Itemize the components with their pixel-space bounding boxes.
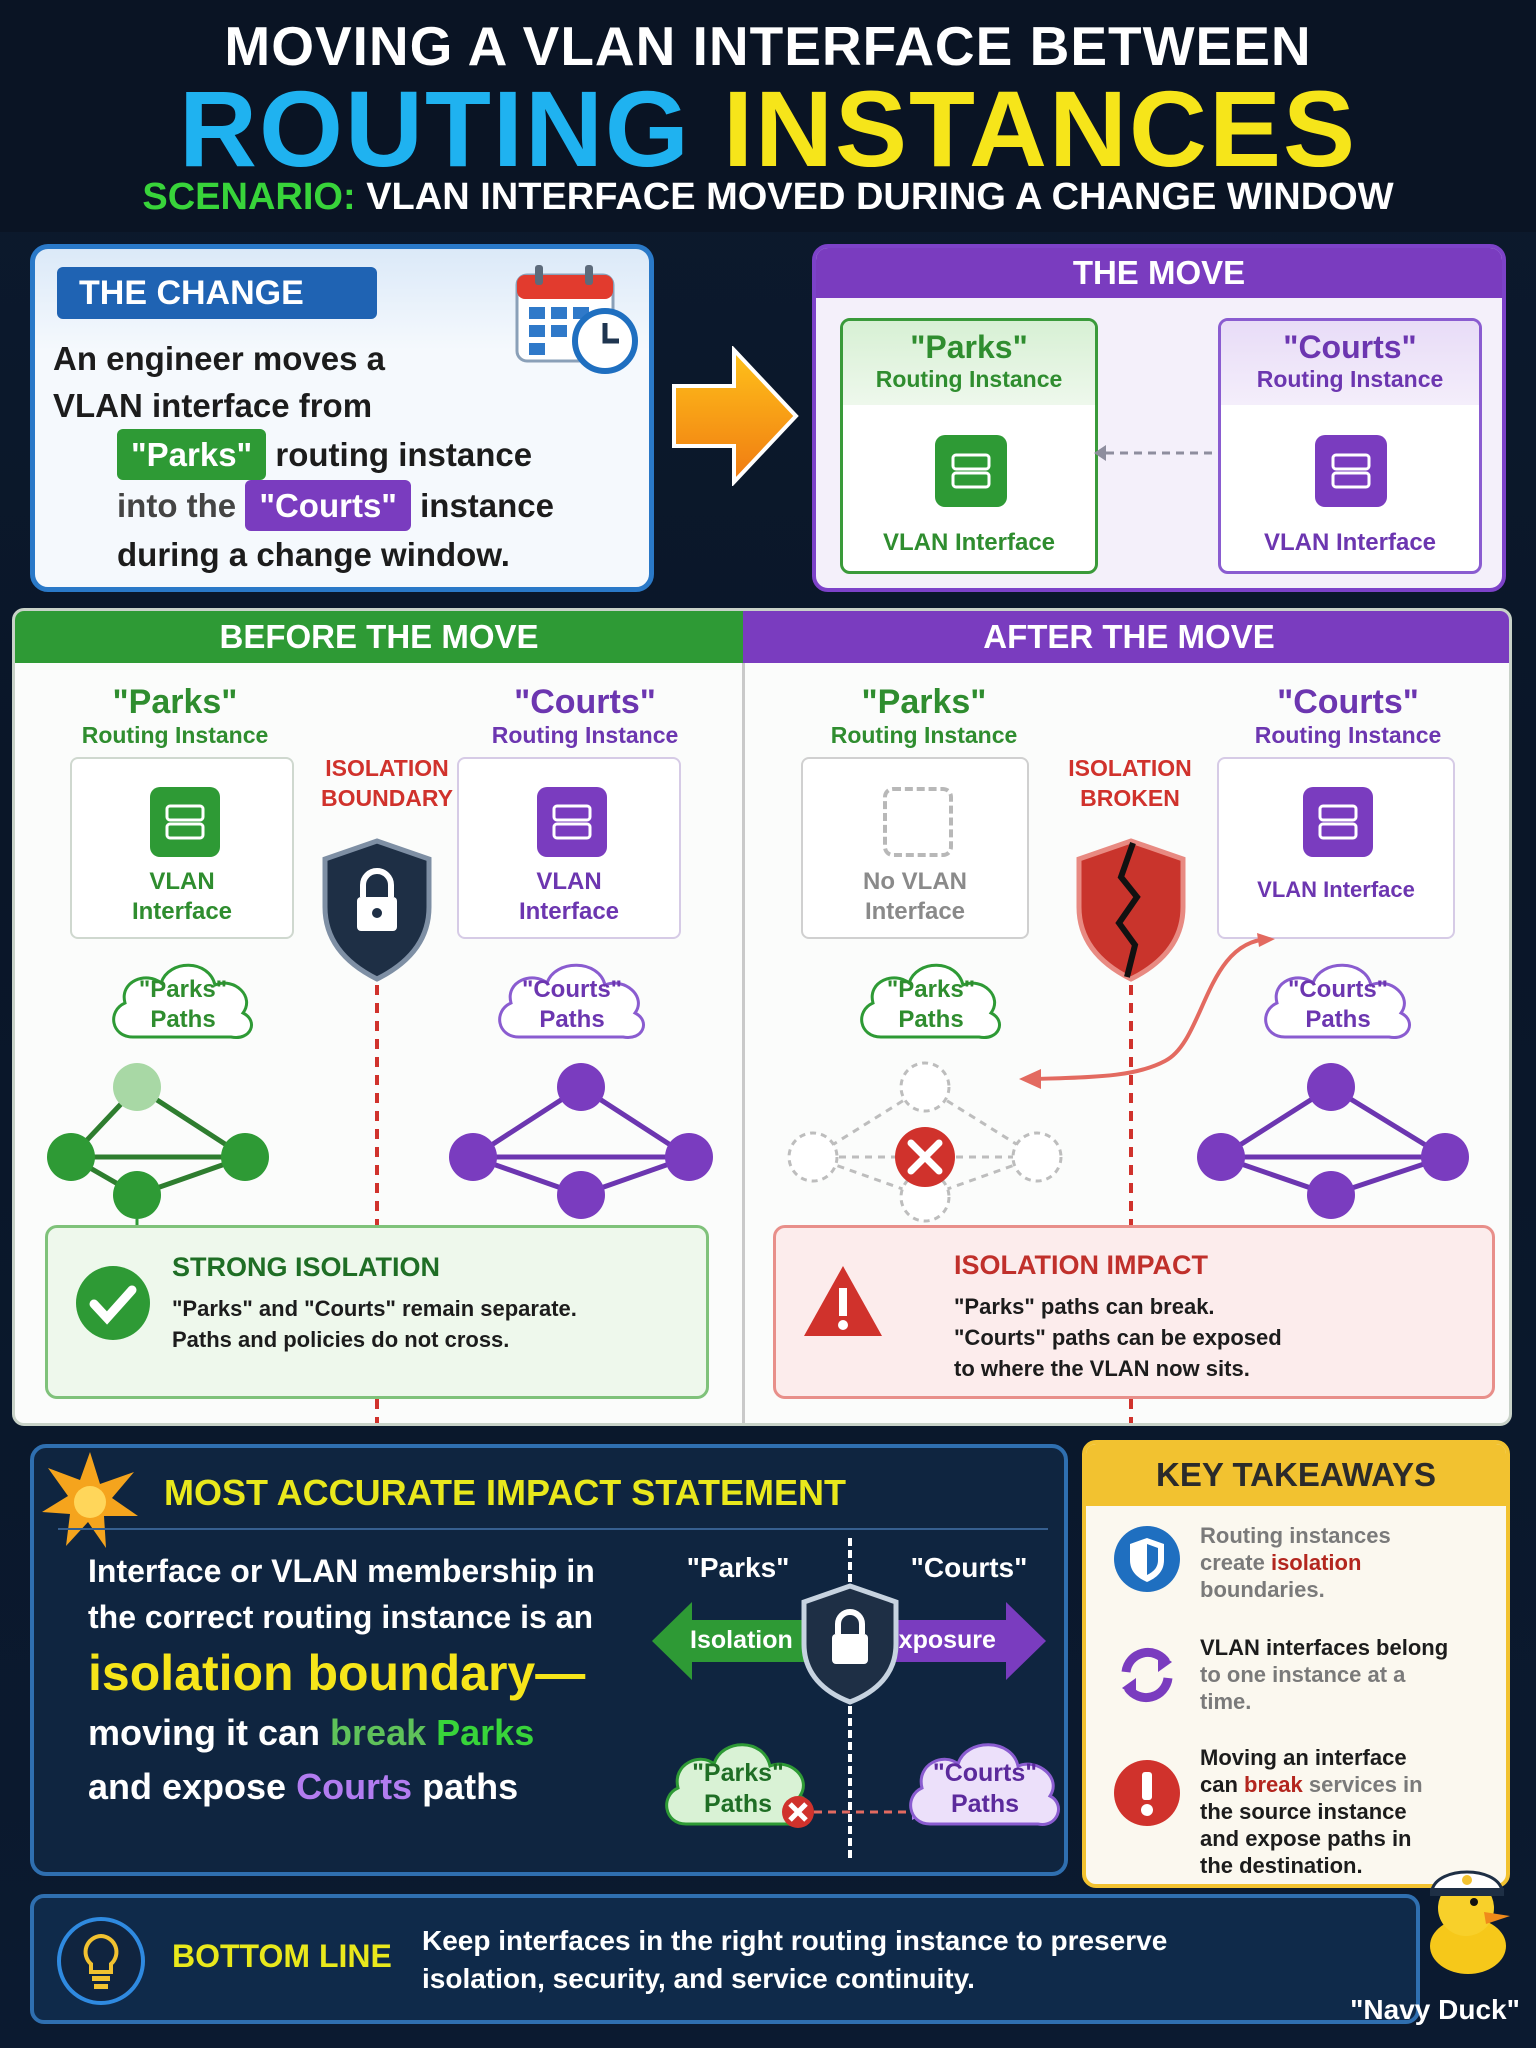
parks-network-graph [41, 1047, 291, 1247]
takeaways-card: KEY TAKEAWAYS Routing instances create i… [1082, 1440, 1510, 1888]
shield-lock-icon [798, 1582, 902, 1706]
parks-pill: "Parks" [117, 429, 267, 480]
bottom-line-bar: BOTTOM LINE Keep interfaces in the right… [30, 1894, 1420, 2024]
move-parks: "Parks" Routing Instance VLAN Interface [840, 318, 1098, 574]
after-title: AFTER THE MOVE [743, 611, 1509, 663]
network-icon-purple [1303, 787, 1373, 857]
warning-icon [800, 1262, 886, 1342]
change-card: THE CHANGE An engineer moves a VLAN inte… [30, 244, 654, 592]
panel-divider [742, 663, 745, 1423]
impact-title: MOST ACCURATE IMPACT STATEMENT [164, 1472, 846, 1513]
arrow-right-icon [670, 346, 800, 486]
isolation-arrow: Isolation [650, 1598, 830, 1684]
move-title: THE MOVE [816, 248, 1502, 298]
duck-mascot-icon [1410, 1850, 1520, 1980]
network-icon-green [935, 435, 1007, 507]
shield-lock-icon [317, 837, 437, 1423]
change-title: THE CHANGE [57, 267, 377, 319]
courts-network-graph [433, 1047, 723, 1247]
bottom-label: BOTTOM LINE [172, 1938, 392, 1974]
exposure-arrow [1005, 931, 1285, 1111]
check-icon [74, 1264, 152, 1342]
after-parks-cloud: "Parks"Paths [851, 951, 1011, 1045]
mascot-label: "Navy Duck" [1350, 1994, 1520, 2025]
network-icon-green [150, 787, 220, 857]
strong-isolation-box: STRONG ISOLATION "Parks" and "Courts" re… [45, 1225, 709, 1399]
scenario: SCENARIO: VLAN INTERFACE MOVED DURING A … [142, 176, 1394, 218]
shield-icon [1112, 1524, 1182, 1594]
after-courts-graph [1183, 1047, 1483, 1247]
isolation-impact-box: ISOLATION IMPACT "Parks" paths can break… [773, 1225, 1495, 1399]
change-text: An engineer moves a VLAN interface from … [53, 340, 555, 573]
title-line2: ROUTING INSTANCES [178, 68, 1358, 189]
lightbulb-icon [56, 1916, 146, 2006]
before-title: BEFORE THE MOVE [15, 611, 743, 663]
parks-paths-cloud: "Parks"Paths [103, 951, 263, 1045]
impact-card: MOST ACCURATE IMPACT STATEMENT Interface… [30, 1444, 1068, 1876]
before-after-panel: BEFORE THE MOVE AFTER THE MOVE "Parks" R… [12, 608, 1512, 1426]
burst-icon [40, 1450, 140, 1550]
impact-courts-cloud: "Courts"Paths [900, 1728, 1064, 1832]
exposure-arrow-right: Exposure [868, 1598, 1048, 1684]
title-line1: MOVING A VLAN INTERFACE BETWEEN [224, 15, 1312, 77]
move-card: THE MOVE "Parks" Routing Instance VLAN I… [812, 244, 1506, 592]
courts-pill: "Courts" [245, 480, 411, 531]
courts-paths-cloud: "Courts"Paths [489, 951, 655, 1045]
impact-parks-cloud: "Parks"Paths [656, 1728, 820, 1832]
move-courts: "Courts" Routing Instance VLAN Interface [1218, 318, 1482, 574]
calendar-icon [513, 261, 639, 379]
impact-statement: Interface or VLAN membership in the corr… [88, 1553, 595, 1807]
alert-icon [1112, 1758, 1182, 1828]
network-icon-purple [537, 787, 607, 857]
header: MOVING A VLAN INTERFACE BETWEEN ROUTING … [0, 0, 1536, 232]
network-icon-purple [1315, 435, 1387, 507]
small-x-icon [780, 1794, 816, 1830]
empty-slot-icon [883, 787, 953, 857]
after-courts-cloud: "Courts"Paths [1255, 951, 1421, 1045]
after-courts-vlan: VLAN Interface [1217, 757, 1455, 939]
broken-parks-graph [775, 1047, 1075, 1247]
cycle-icon [1112, 1640, 1182, 1710]
takeaways-title: KEY TAKEAWAYS [1086, 1444, 1506, 1506]
